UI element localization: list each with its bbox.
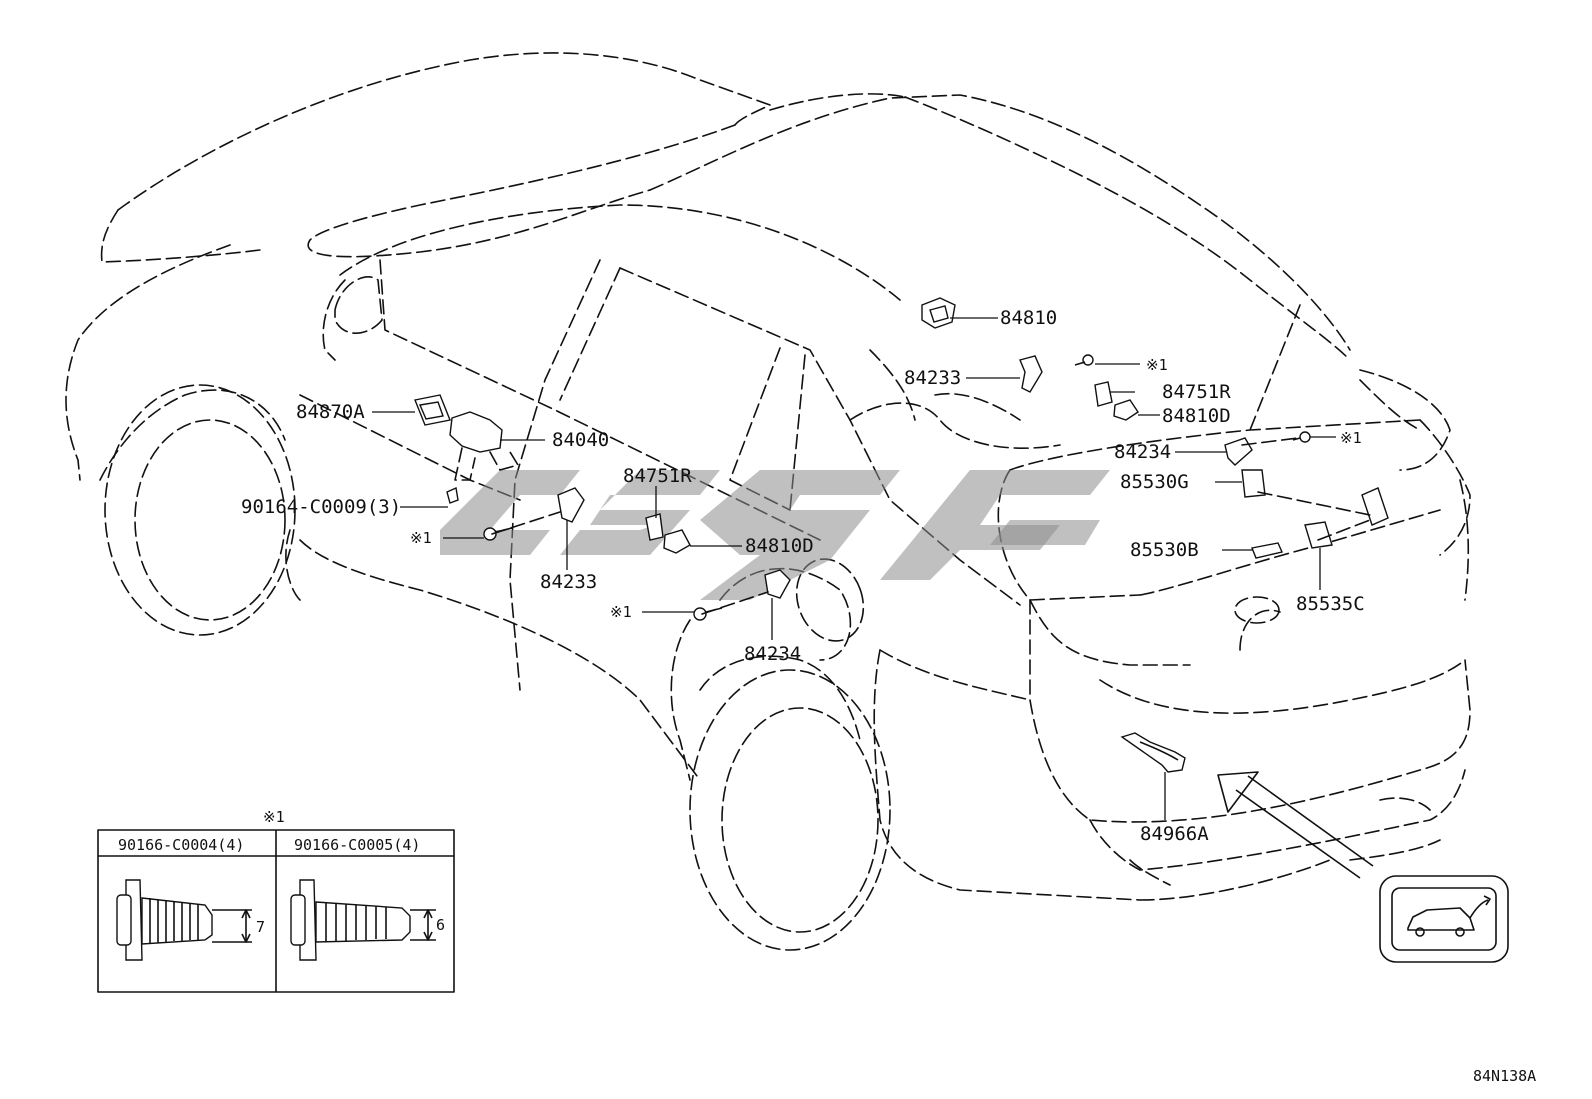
part-84233-mid[interactable] (557, 487, 585, 523)
rear-emblem (1234, 596, 1280, 624)
callout-84234-mid[interactable]: 84234 (744, 643, 801, 665)
part-84810D-top[interactable] (1113, 399, 1139, 421)
diagram-code: 84N138A (1473, 1067, 1536, 1085)
note-mark-4: ※1 (610, 603, 632, 621)
part-85535C[interactable] (1304, 521, 1333, 549)
callout-84233-top[interactable]: 84233 (904, 367, 961, 389)
callout-84040[interactable]: 84040 (552, 429, 609, 451)
part-84234-mid[interactable] (764, 569, 791, 599)
part-90164-screw[interactable] (446, 486, 459, 504)
part-84751R-mid[interactable] (645, 513, 664, 541)
callout-84870A[interactable]: 84870A (296, 401, 365, 423)
callout-84810D-top[interactable]: 84810D (1162, 405, 1231, 427)
callout-84233-mid[interactable]: 84233 (540, 571, 597, 593)
callout-90164[interactable]: 90164-C0009(3) (241, 496, 401, 518)
part-hatch-bracket (1361, 487, 1389, 526)
table-note-mark: ※1 (263, 808, 285, 826)
screw-mid-2[interactable] (693, 607, 723, 621)
callout-85530G[interactable]: 85530G (1120, 471, 1189, 493)
leader-lines (372, 317, 1336, 820)
screw-top-1[interactable] (1074, 354, 1094, 366)
callout-85535C[interactable]: 85535C (1296, 593, 1365, 615)
part-85530G[interactable] (1241, 469, 1266, 498)
side-mirror (334, 276, 383, 334)
part-84870A[interactable] (414, 394, 451, 426)
part-84966A[interactable] (1120, 732, 1186, 773)
part-84234-top[interactable] (1224, 437, 1253, 466)
direction-arrow (1217, 771, 1374, 879)
callout-84810D-mid[interactable]: 84810D (745, 535, 814, 557)
part-85530B[interactable] (1251, 542, 1283, 559)
table-col-1-part: 90166-C0004(4) (118, 836, 244, 854)
callout-84234-top[interactable]: 84234 (1114, 441, 1171, 463)
callout-84751R-mid[interactable]: 84751R (623, 465, 692, 487)
vehicle-outline (65, 52, 1471, 901)
bolt-2-dimension: 6 (436, 916, 445, 934)
part-84810-top[interactable] (921, 297, 956, 329)
rear-lamp-outline (1359, 369, 1451, 471)
bolt-90166-C0004-icon: 7 (116, 879, 265, 961)
rear-wheel (689, 669, 891, 951)
part-84751R-top[interactable] (1094, 381, 1113, 407)
bolt-1-dimension: 7 (256, 918, 265, 936)
callout-84751R-top[interactable]: 84751R (1162, 381, 1231, 403)
fastener-table: ※1 90166-C0004(4) 90166-C0005(4) 7 6 (97, 808, 455, 993)
watermark-logo (440, 470, 1110, 600)
callout-84966A[interactable]: 84966A (1140, 823, 1209, 845)
rear-hatch-switch-icon (1379, 875, 1509, 963)
table-col-2-part: 90166-C0005(4) (294, 836, 420, 854)
note-mark-1: ※1 (1146, 356, 1168, 374)
part-84233-top[interactable] (1019, 355, 1043, 393)
dash-connectors (491, 437, 1371, 615)
part-84810D-mid[interactable] (663, 529, 691, 554)
note-mark-3: ※1 (410, 529, 432, 547)
bolt-90166-C0005-icon: 6 (290, 879, 445, 961)
callout-84810[interactable]: 84810 (1000, 307, 1057, 329)
note-mark-2: ※1 (1340, 429, 1362, 447)
fuel-door (795, 558, 865, 642)
callout-85530B[interactable]: 85530B (1130, 539, 1199, 561)
part-84040[interactable] (449, 411, 519, 481)
screw-top-2[interactable] (1292, 431, 1311, 443)
front-wheel (104, 384, 296, 636)
